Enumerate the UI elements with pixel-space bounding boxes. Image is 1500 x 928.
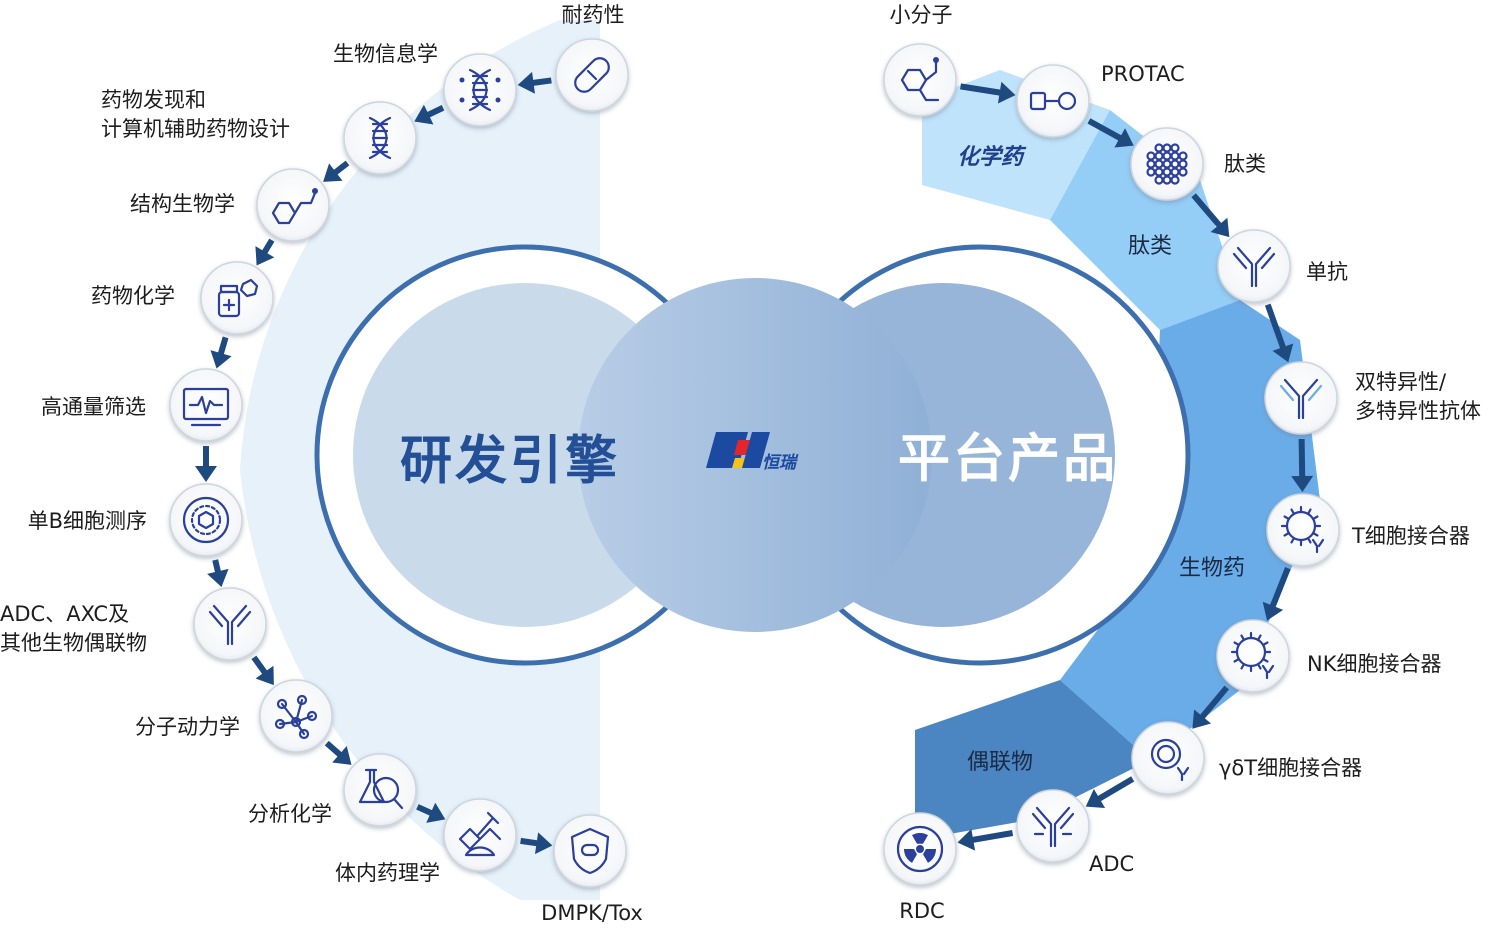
flask-magnifier-icon xyxy=(343,753,417,827)
adc-icon xyxy=(1016,789,1090,863)
left-arrowhead-9 xyxy=(332,746,352,765)
b-cell-icon xyxy=(169,483,243,557)
molecule-structure-icon xyxy=(256,168,330,242)
peptide-cluster-icon xyxy=(1130,127,1204,201)
radiation-icon xyxy=(883,812,957,886)
logo-mark xyxy=(706,432,770,468)
left-step-label: 分析化学 xyxy=(248,802,332,826)
small-molecule-icon xyxy=(883,43,957,117)
right-step-label: 双特异性/ 多特异性抗体 xyxy=(1355,370,1481,423)
shield-pill-icon xyxy=(553,814,627,888)
right-arrowhead-3 xyxy=(1210,217,1230,238)
right-arrowhead-9 xyxy=(957,828,976,851)
left-step-label: 单B细胞测序 xyxy=(27,509,147,533)
molecular-network-icon xyxy=(259,679,333,753)
protac-icon xyxy=(1016,64,1090,138)
right-step-label: ADC xyxy=(1089,852,1135,876)
left-step-label: DMPK/Tox xyxy=(541,901,643,925)
antibody-icon xyxy=(193,587,267,661)
syringe-molecule-icon xyxy=(443,798,517,872)
left-step-label: 耐药性 xyxy=(561,3,625,27)
left-step-label: 结构生物学 xyxy=(130,192,235,216)
icons-layer xyxy=(169,38,1340,888)
bispecific-antibody-icon xyxy=(1264,361,1338,435)
right-arrowhead-2 xyxy=(1114,128,1134,148)
left-arrowhead-3 xyxy=(323,163,343,182)
right-arrow-7 xyxy=(1196,685,1230,724)
left-step-label: 药物发现和 计算机辅助药物设计 xyxy=(101,88,290,141)
right-arrow-6 xyxy=(1267,567,1291,613)
capsule-icon xyxy=(555,38,629,112)
right-arrowhead-6 xyxy=(1262,601,1284,621)
right-arrow-5 xyxy=(1298,438,1306,483)
segment-peptide xyxy=(1050,110,1240,330)
right-step-label: NK细胞接合器 xyxy=(1307,652,1442,676)
right-arrow-4 xyxy=(1264,303,1288,354)
right-arrow-9 xyxy=(966,830,1014,844)
segment-label-chem: 化学药 xyxy=(956,145,1024,170)
logo-text: 恒瑞 xyxy=(762,453,796,473)
right-arrowhead-1 xyxy=(997,81,1016,104)
right-arrow-3 xyxy=(1191,193,1226,232)
right-step-label: γδT细胞接合器 xyxy=(1219,756,1363,780)
right-title: 平台产品 xyxy=(897,429,1119,490)
left-step-label: 高通量筛选 xyxy=(41,395,146,419)
dna-helix-icon xyxy=(343,101,417,175)
left-step-label: 生物信息学 xyxy=(333,42,438,66)
left-step-label: ADC、AXC及 其他生物偶联物 xyxy=(0,602,147,655)
left-arrowhead-7 xyxy=(207,568,229,587)
left-arrowhead-10 xyxy=(426,802,446,823)
left-step-label: 药物化学 xyxy=(91,284,175,308)
right-arrowhead-7 xyxy=(1192,709,1212,729)
right-step-label: 肽类 xyxy=(1224,152,1266,176)
left-arrowhead-5 xyxy=(210,350,232,369)
segment-label-bio: 生物药 xyxy=(1178,556,1246,581)
left-arrowhead-4 xyxy=(255,246,275,266)
nk-cell-engager-icon xyxy=(1216,619,1290,693)
right-arrow-1 xyxy=(960,83,1007,97)
right-arrowhead-5 xyxy=(1291,475,1314,493)
left-arrowhead-6 xyxy=(195,466,217,482)
segment-label-conjugate: 偶联物 xyxy=(966,750,1034,775)
left-arrowhead-11 xyxy=(534,832,553,855)
monoclonal-antibody-icon xyxy=(1217,229,1291,303)
left-title: 研发引擎 xyxy=(399,431,621,492)
t-cell-engager-icon xyxy=(1266,493,1340,567)
right-arrowhead-4 xyxy=(1272,343,1294,363)
right-arrow-2 xyxy=(1087,118,1127,144)
right-step-label: PROTAC xyxy=(1101,62,1185,86)
left-step-label: 分子动力学 xyxy=(135,715,240,739)
dna-network-icon xyxy=(443,53,517,127)
gamma-delta-t-cell-icon xyxy=(1131,721,1205,795)
right-arrow-8 xyxy=(1092,776,1135,805)
left-arrowhead-8 xyxy=(255,665,274,686)
arrows-layer xyxy=(195,71,1314,855)
left-arrowhead-1 xyxy=(517,71,535,94)
left-step-label: 体内药理学 xyxy=(335,861,440,885)
right-step-label: RDC xyxy=(899,899,945,923)
monitor-screening-icon xyxy=(169,368,243,442)
right-arrowhead-8 xyxy=(1085,789,1106,808)
medicine-bottle-icon xyxy=(200,261,274,335)
segment-conjugate xyxy=(915,680,1150,840)
right-step-label: T细胞接合器 xyxy=(1352,524,1470,548)
segment-label-peptide: 肽类 xyxy=(1127,234,1173,259)
right-step-label: 单抗 xyxy=(1306,260,1348,284)
left-arrowhead-2 xyxy=(414,104,434,125)
right-step-label: 小分子 xyxy=(889,3,953,27)
